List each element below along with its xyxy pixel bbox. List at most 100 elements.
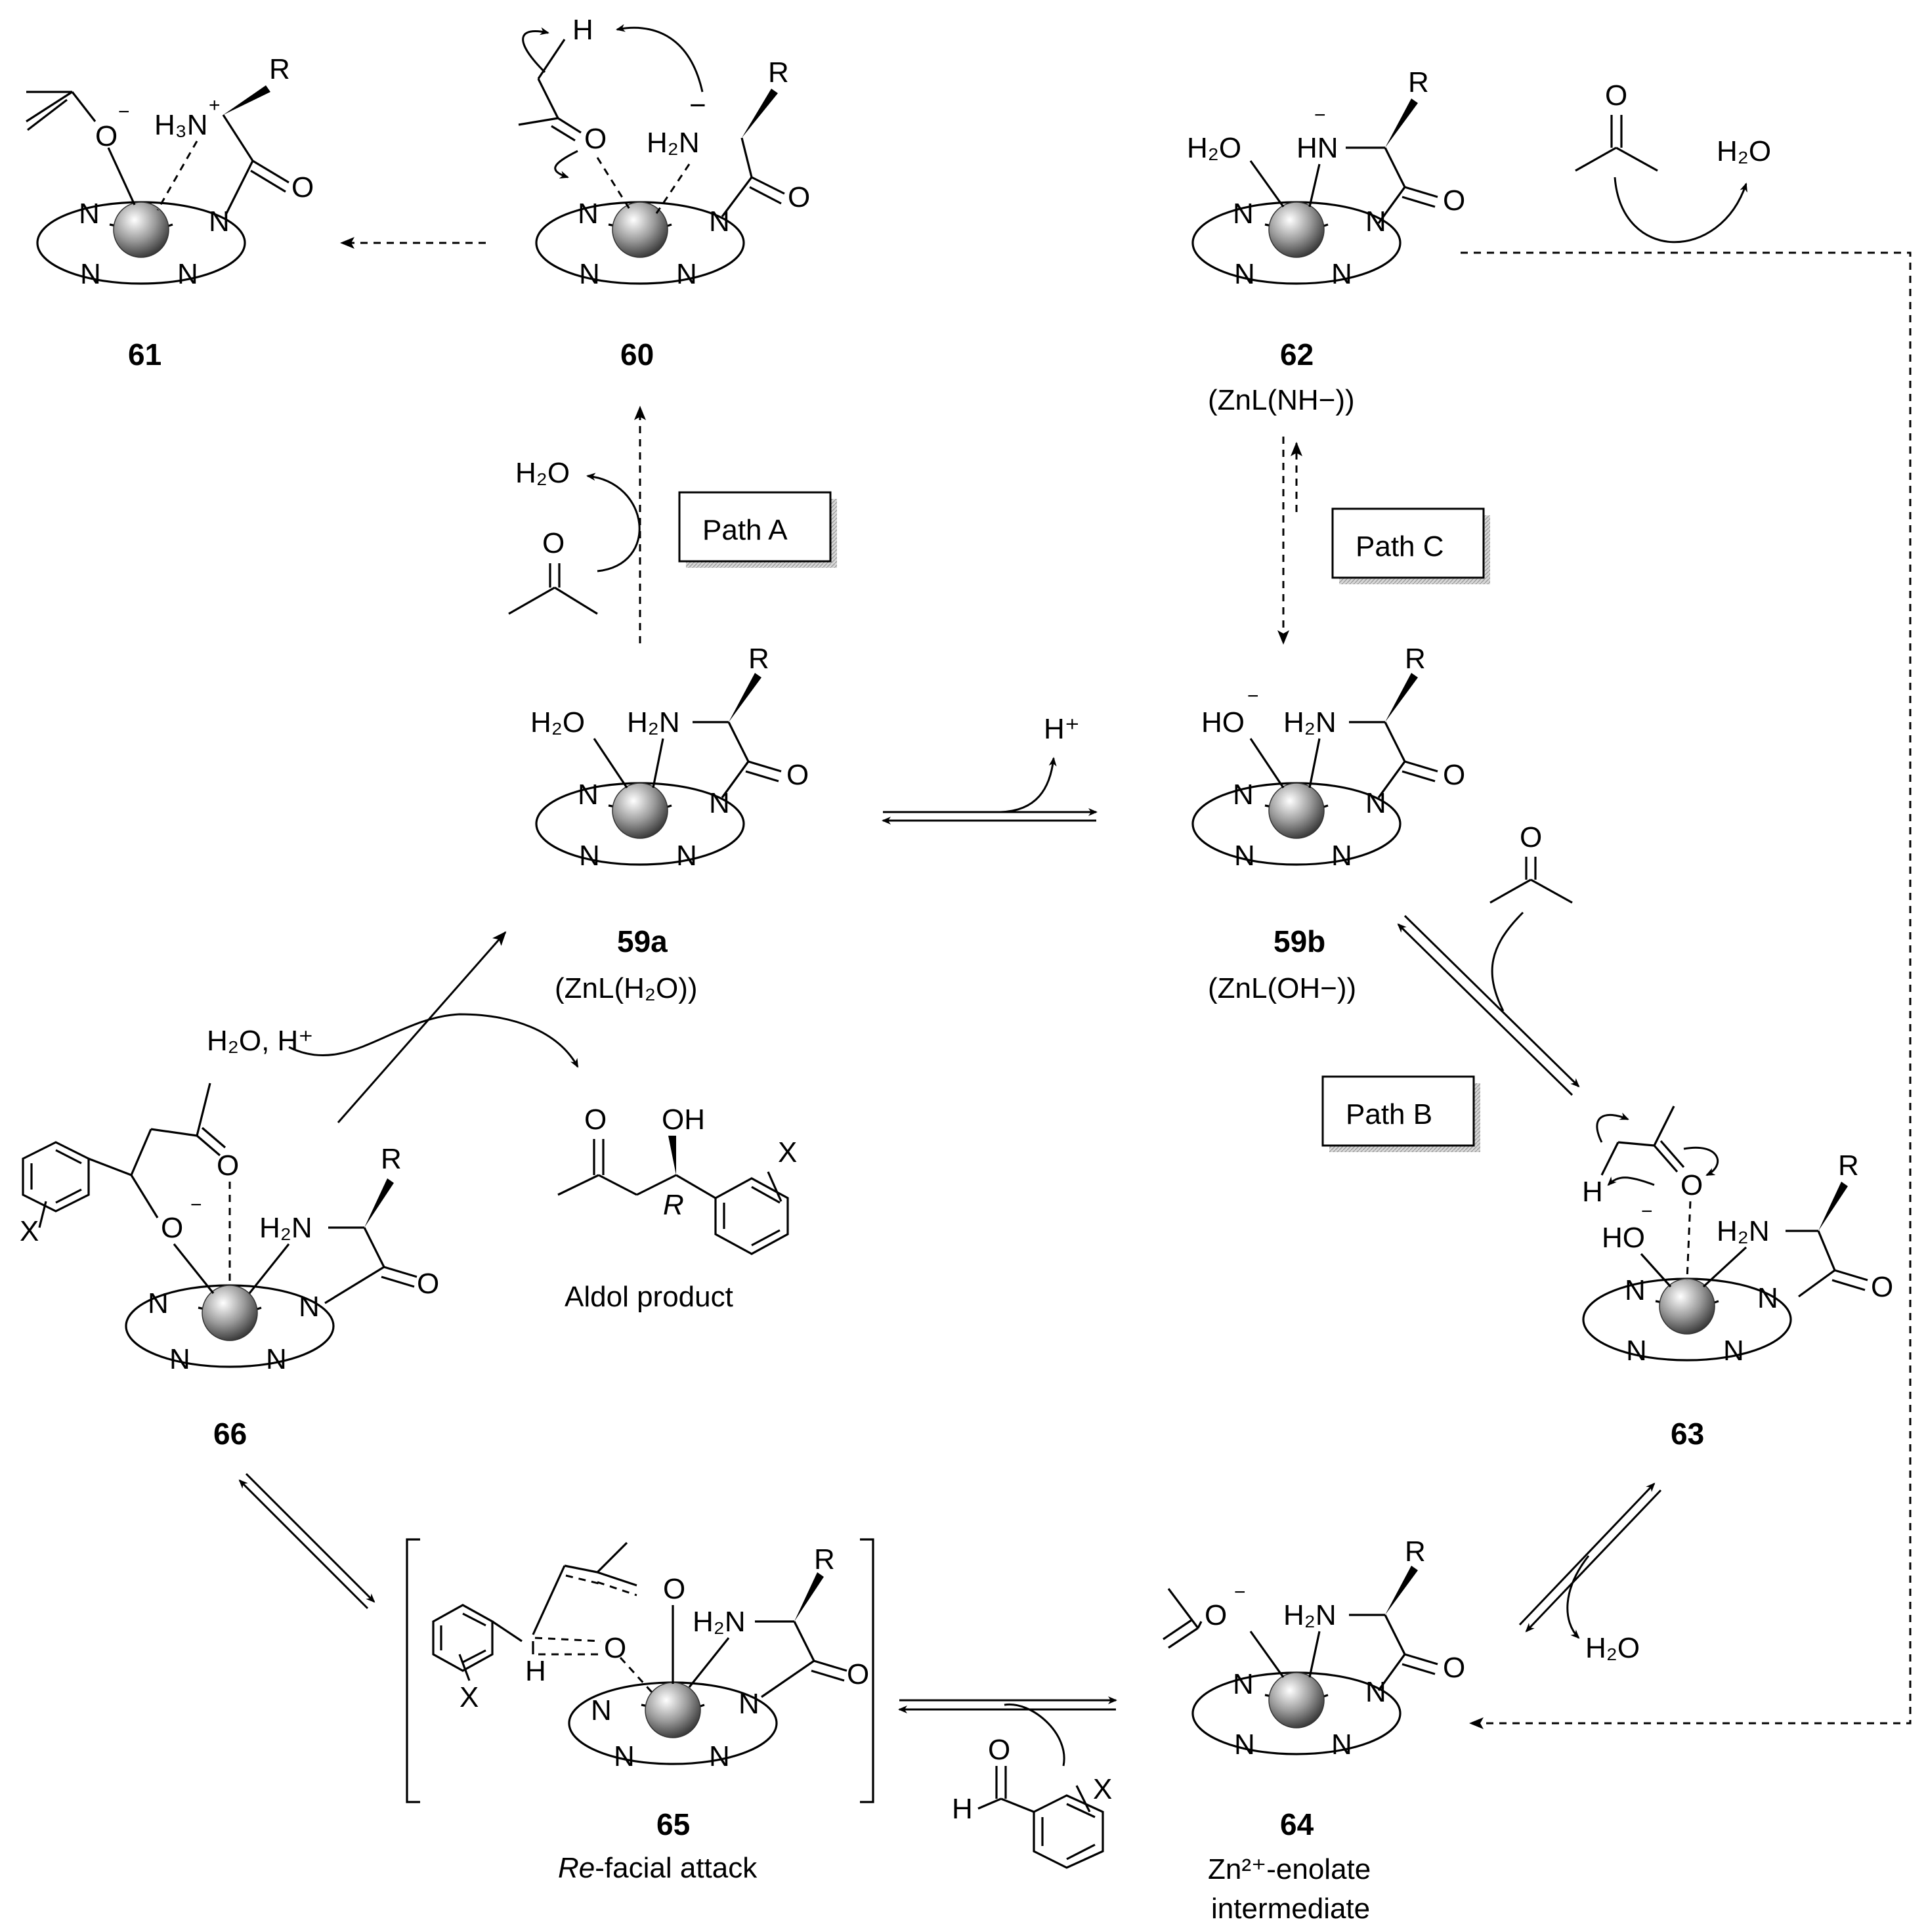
atom-r: R [768,56,789,89]
atom-h2n: H₂N [1283,706,1337,739]
path-a: Path A H₂O O [508,406,837,643]
compound-number: 61 [128,337,161,372]
atom-h2n: H₂N [259,1212,312,1244]
atom-o: O [217,1149,239,1182]
atom-n: N [266,1343,287,1375]
atom-n: N [80,258,101,290]
compound-number: 59b [1273,924,1325,958]
compound-64: N N N N O − H₂N R O 64 Zn²⁺-enolate inte… [1163,1535,1465,1925]
atom-o: O [1443,759,1465,791]
compound-61: N N N N O − H₃N + R O 61 [26,53,314,372]
atom-n: N [169,1343,190,1375]
atom-n: N [1331,1728,1352,1761]
atom-o: O [1520,821,1542,853]
atom-h2n: H₂N [627,706,680,739]
atom-n: N [578,779,599,811]
atom-n: N [614,1740,635,1772]
atom-n: N [676,258,697,290]
atom-h2n: H₂N [693,1606,746,1638]
atom-o: O [584,123,607,155]
charge-minus: − [1641,1201,1653,1222]
compound-62: N N N N H₂O HN − R O 62 (ZnL(NH−)) [1187,66,1465,416]
byproduct-water: H₂O [515,457,570,489]
compound-59b: N N N N HO − H₂N R O 59b (ZnL(OH−)) [1191,643,1465,1004]
atom-n: N [209,205,230,238]
atom-n: N [709,1740,730,1772]
atom-o: O [1605,79,1627,112]
charge-minus: − [1314,104,1326,126]
byproduct-water: H₂O [1717,135,1771,167]
atom-o: O [417,1268,439,1300]
atom-n: N [177,258,198,290]
compound-caption-line1: Zn²⁺-enolate [1208,1853,1371,1885]
compound-number: 66 [213,1417,247,1451]
atom-n: N [1365,1676,1386,1708]
equilibrium-64-65: O H X [898,1696,1117,1869]
charge-minus: − [118,101,130,123]
atom-r: R [1405,643,1426,675]
compound-caption: (ZnL(NH−)) [1208,384,1355,416]
atom-o: O [1443,184,1465,217]
atom-h2n: H₂N [647,127,700,159]
compound-60: N N N N H O H₂N − R O 60 [518,14,810,372]
atom-n: N [738,1688,760,1720]
atom-ho: HO [1201,706,1245,739]
aldol-product: O OH R X Aldol product [557,1104,797,1313]
release-aldol: H₂O, H⁺ [207,931,579,1123]
atom-h2o: H₂O [530,706,585,739]
compound-59a: N N N N H₂O H₂N R O 59a (ZnL(H₂O)) [530,643,809,1004]
compound-number: 60 [620,337,654,372]
atom-n: N [1626,1335,1647,1367]
atom-o: O [847,1658,869,1690]
compound-caption: (ZnL(OH−)) [1208,972,1356,1004]
compound-number: 64 [1280,1807,1314,1841]
atom-ho: HO [1602,1222,1645,1254]
atom-n: N [591,1694,612,1727]
path-b: O Path B [1321,821,1580,1152]
compound-caption-line2: intermediate [1211,1893,1370,1925]
atom-x: X [778,1136,797,1169]
atom-n: N [299,1291,320,1323]
atom-o: O [584,1104,607,1136]
atom-h: H [572,14,593,46]
compound-66: N N N N X O O − H₂N R O 66 [20,1083,439,1451]
path-label: Path B [1346,1098,1432,1130]
charge-plus: + [209,95,221,116]
atom-n: N [1234,840,1255,872]
equilibrium-65-66 [238,1472,375,1610]
atom-n: N [1233,1668,1254,1700]
atom-o: O [786,759,809,791]
atom-n: N [1757,1282,1778,1314]
atom-h2n: H₂N [1283,1599,1337,1631]
atom-o: O [1205,1599,1227,1631]
atom-hn: HN [1296,132,1338,164]
caption-italic: Re [558,1852,595,1884]
compound-number: 59a [617,924,668,958]
compound-65: N N N N X H O O H₂N R O 65 [406,1538,874,1884]
aldol-product-label: Aldol product [565,1281,733,1313]
atom-r: R [1838,1149,1859,1182]
atom-x: X [20,1215,39,1247]
path-label: Path C [1356,530,1444,563]
atom-h: H [525,1655,546,1687]
atom-n: N [1233,198,1254,230]
atom-o: O [1871,1271,1893,1303]
atom-x: X [460,1681,479,1713]
atom-r: R [381,1143,402,1175]
atom-r: R [814,1543,835,1576]
atom-o: O [1443,1652,1465,1684]
atom-r: R [748,643,769,675]
path-c: Path C [1277,437,1490,645]
reagent-water-proton: H₂O, H⁺ [207,1025,314,1057]
atom-o: O [663,1573,685,1605]
equilibrium-63-64: H₂O [1518,1482,1662,1664]
atom-o: O [988,1734,1010,1766]
reagent-acetone-top-right: O H₂O [1575,79,1771,244]
atom-n: N [1331,258,1352,290]
atom-r: R [269,53,290,85]
atom-n: N [579,258,600,290]
atom-n: N [578,198,599,230]
arrow-62-to-64 [1461,251,1912,1729]
atom-o: O [95,120,118,152]
